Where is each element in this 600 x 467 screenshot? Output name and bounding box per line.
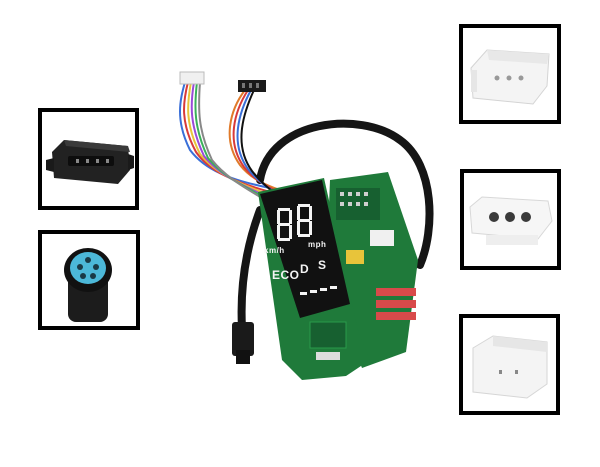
- lcd-mph-label: mph: [308, 240, 327, 249]
- dashboard-pcb-assembly: km/h mph ECO D S: [150, 60, 450, 390]
- dashboard-pcb-image: [179, 71, 434, 380]
- black-connector-image: [42, 112, 135, 206]
- connector-inset-white-top: [459, 24, 561, 124]
- lcd-mode-d: D: [300, 262, 310, 276]
- white-connector-angled-image: [463, 318, 556, 411]
- white-connector-top-image: [463, 28, 557, 120]
- lcd-kmh-label: km/h: [264, 246, 285, 255]
- connector-inset-round-socket: [38, 230, 140, 330]
- connector-inset-white-front: [460, 169, 561, 270]
- lcd-mode-eco: ECO: [272, 268, 300, 282]
- round-socket-image: [42, 234, 136, 326]
- connector-inset-black-plug: [38, 108, 139, 210]
- white-connector-front-image: [464, 173, 557, 266]
- connector-inset-white-angled: [459, 314, 560, 415]
- lcd-mode-s: S: [318, 258, 327, 272]
